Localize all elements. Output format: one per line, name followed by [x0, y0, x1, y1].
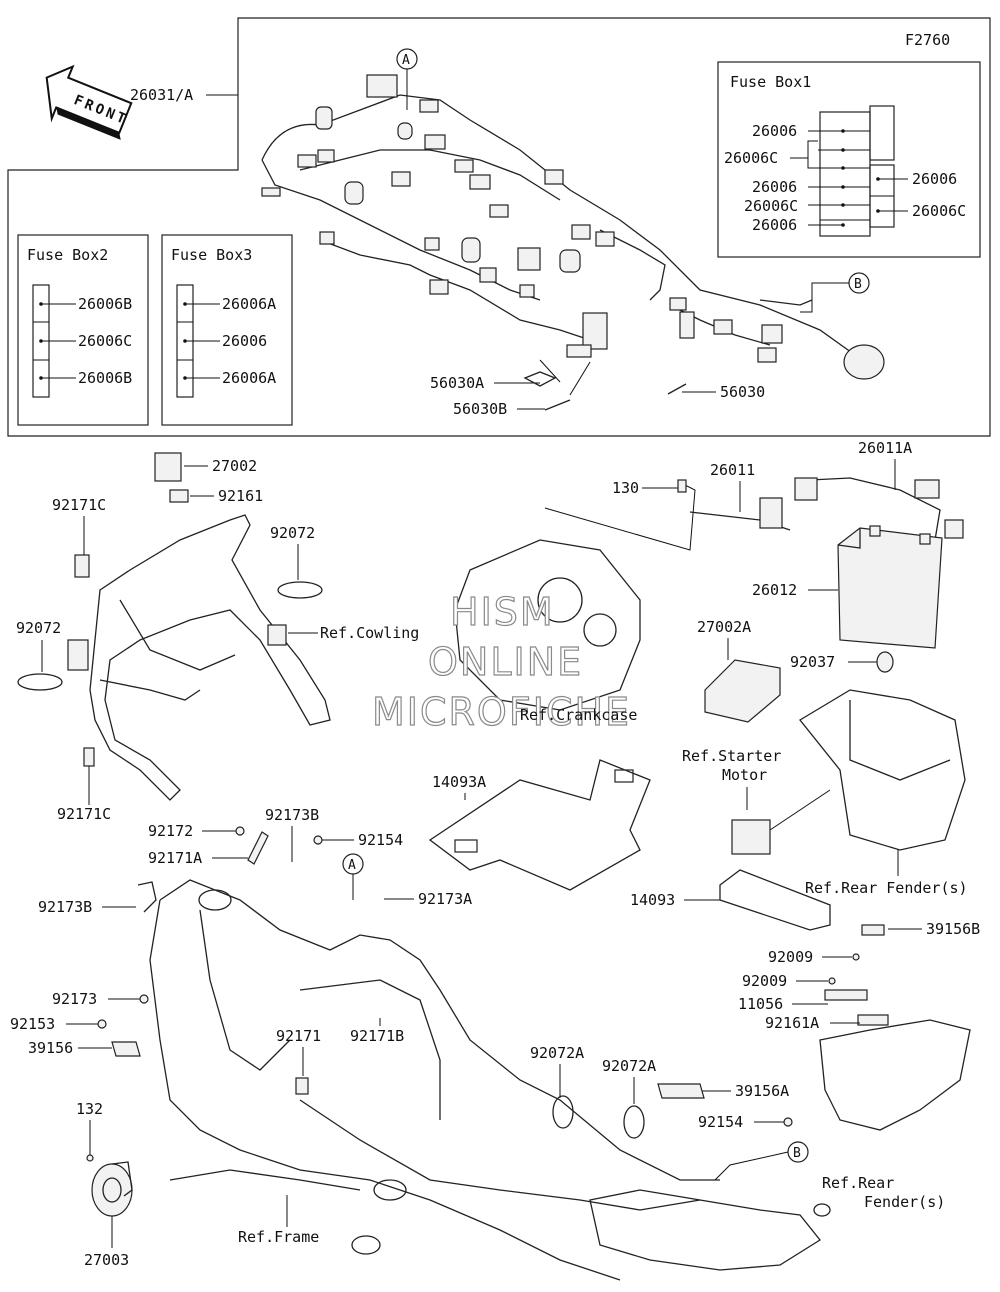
part-label-92072-mid: 92072 — [270, 524, 315, 542]
ref-label-crankcase: Ref.Crankcase — [520, 706, 637, 724]
part-label-92072-left: 92072 — [16, 619, 61, 637]
part-label-92171C-top: 92171C — [52, 496, 106, 514]
ref-label-rear-fender-bottom-2: Fender(s) — [864, 1193, 945, 1211]
fuse-box-3-label-1: 26006A — [222, 295, 276, 313]
fuse-box-3: Fuse Box3 26006A 26006 26006A — [161, 234, 293, 426]
fuse-box-1-title: Fuse Box1 — [730, 73, 811, 91]
fuse-box-2: Fuse Box2 26006B 26006C 26006B — [17, 234, 149, 426]
fuse-box-1-right-label-1: 26006 — [912, 170, 957, 188]
horn-icon — [91, 1161, 133, 1217]
fuse-box-2-title: Fuse Box2 — [27, 246, 108, 264]
part-label-92154-bottom: 92154 — [698, 1113, 743, 1131]
part-label-132: 132 — [76, 1100, 103, 1118]
ref-label-cowling: Ref.Cowling — [320, 624, 419, 642]
fuse-box-3-label-3: 26006A — [222, 369, 276, 387]
part-label-92173B-left: 92173B — [38, 898, 92, 916]
part-label-11056: 11056 — [738, 995, 783, 1013]
part-label-92072A-1: 92072A — [530, 1044, 584, 1062]
svg-text:A: A — [348, 858, 356, 873]
part-label-56030A: 56030A — [430, 374, 484, 392]
part-label-27002: 27002 — [212, 457, 257, 475]
callout-b-bottom: B — [714, 1141, 809, 1181]
part-label-92173B-top: 92173B — [265, 806, 319, 824]
main-frame-drawing — [149, 879, 971, 1281]
fuse-box-2-label-2: 26006C — [78, 332, 132, 350]
svg-text:A: A — [402, 53, 410, 68]
part-label-92154-top: 92154 — [358, 831, 403, 849]
battery-icon — [837, 525, 943, 649]
crankcase-drawing: HISM ONLINE MICROFICHE — [371, 484, 696, 735]
regulator-icon — [704, 659, 781, 723]
fuse-box-1-label-3: 26006 — [752, 178, 797, 196]
watermark-line-1: HISM — [450, 590, 555, 634]
part-label-39156A: 39156A — [735, 1082, 789, 1100]
watermark-line-3: MICROFICHE — [372, 690, 631, 734]
part-label-92173A: 92173A — [418, 890, 472, 908]
part-label-92171B: 92171B — [350, 1027, 404, 1045]
part-label-26011: 26011 — [710, 461, 755, 479]
part-label-92072A-2: 92072A — [602, 1057, 656, 1075]
ref-label-starter-2: Motor — [722, 766, 767, 784]
callout-a-bottom: A — [342, 853, 364, 900]
part-label-92161: 92161 — [218, 487, 263, 505]
part-label-92037: 92037 — [790, 653, 835, 671]
ref-label-frame: Ref.Frame — [238, 1228, 319, 1246]
part-label-130: 130 — [612, 479, 639, 497]
svg-text:B: B — [854, 277, 862, 292]
callout-a-top: A — [396, 48, 418, 110]
fuse-box-3-title: Fuse Box3 — [171, 246, 252, 264]
part-label-27002A: 27002A — [697, 618, 751, 636]
fuse-box-1-label-2: 26006C — [724, 149, 778, 167]
starter-relay-icon — [731, 789, 831, 855]
fuse-box-1-right-label-2: 26006C — [912, 202, 966, 220]
part-label-92171A: 92171A — [148, 849, 202, 867]
battery-cable-positive — [809, 477, 941, 541]
part-label-26011A: 26011A — [858, 439, 912, 457]
part-label-56030B: 56030B — [453, 400, 507, 418]
insulator-mat-14093A — [428, 759, 651, 891]
part-label-92153: 92153 — [10, 1015, 55, 1033]
fuse-box-3-label-2: 26006 — [222, 332, 267, 350]
fuse-box-1: Fuse Box1 26006 26006C 26006 26006C 2600… — [717, 61, 981, 258]
part-label-14093: 14093 — [630, 891, 675, 909]
part-label-92171: 92171 — [276, 1027, 321, 1045]
rear-fender-tray — [799, 689, 966, 851]
part-label-26031A: 26031/A — [130, 86, 193, 104]
part-label-27003: 27003 — [84, 1251, 129, 1269]
fuse-box-2-label-3: 26006B — [78, 369, 132, 387]
callout-b-top: B — [800, 272, 870, 313]
fuse-box-2-label-1: 26006B — [78, 295, 132, 313]
fuse-box-1-label-5: 26006 — [752, 216, 797, 234]
svg-text:B: B — [793, 1146, 801, 1161]
harness-panel-border — [7, 17, 991, 437]
main-wiring-harness — [261, 74, 885, 380]
part-label-26012: 26012 — [752, 581, 797, 599]
part-label-92171C-bottom: 92171C — [57, 805, 111, 823]
part-label-92009-1: 92009 — [768, 948, 813, 966]
part-label-39156B: 39156B — [926, 920, 980, 938]
fuse-box-1-label-1: 26006 — [752, 122, 797, 140]
front-arrow-icon: FRONT — [45, 64, 133, 140]
part-label-39156: 39156 — [28, 1039, 73, 1057]
part-label-56030: 56030 — [720, 383, 765, 401]
ref-label-rear-fender-right: Ref.Rear Fender(s) — [805, 879, 968, 897]
part-label-92173: 92173 — [52, 990, 97, 1008]
ref-label-rear-fender-bottom-1: Ref.Rear — [822, 1174, 894, 1192]
insulator-mat-14093 — [719, 869, 831, 931]
figure-code: F2760 — [905, 31, 950, 49]
part-label-92009-2: 92009 — [742, 972, 787, 990]
ref-label-starter-1: Ref.Starter — [682, 747, 781, 765]
part-label-14093A: 14093A — [432, 773, 486, 791]
watermark-line-2: ONLINE — [428, 640, 583, 684]
part-label-92161A: 92161A — [765, 1014, 819, 1032]
part-label-92172: 92172 — [148, 822, 193, 840]
fuse-box-1-label-4: 26006C — [744, 197, 798, 215]
